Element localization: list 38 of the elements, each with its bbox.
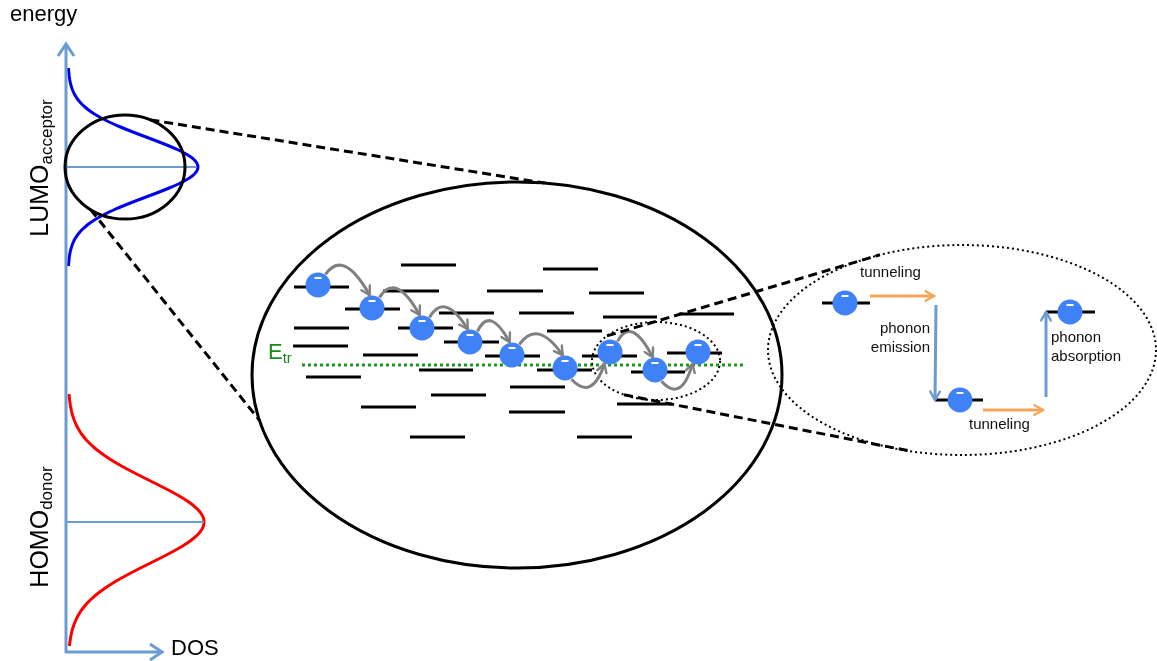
- level-label: E$_{tr}$: [268, 340, 292, 367]
- detail-ellipse: [766, 243, 1157, 457]
- axis-label: DOS: [171, 636, 219, 661]
- electron: [685, 339, 711, 365]
- phonon-arrow: [929, 305, 942, 402]
- electron: [499, 342, 525, 368]
- zoom-guide-line: [150, 118, 545, 185]
- hop-arrow: [518, 332, 564, 357]
- hop-arrow: [616, 330, 655, 359]
- zoom-guide-line: [89, 208, 261, 422]
- electron: [642, 357, 668, 383]
- electron: [457, 329, 483, 355]
- edge-label: phonon absorption: [1051, 327, 1123, 365]
- phonon-arrow: [1040, 310, 1052, 397]
- electron: [409, 315, 435, 341]
- hop-arrow: [476, 319, 511, 344]
- axis-label: energy: [10, 2, 78, 27]
- hop-arrow: [428, 305, 469, 331]
- hop-arrow: [378, 286, 421, 317]
- zoom-ellipse: [590, 320, 722, 402]
- hop-arrow: [324, 263, 371, 297]
- tunneling-arrow: [983, 404, 1045, 416]
- edge-label: phonon emission: [869, 318, 930, 356]
- hop-arrow: [570, 362, 608, 389]
- electron: [597, 339, 623, 365]
- zoom-circle: [63, 113, 187, 221]
- electron: [305, 272, 331, 298]
- tunneling-arrow: [870, 290, 936, 302]
- electron: [552, 355, 578, 381]
- electron-on-level: [1046, 299, 1095, 325]
- zoom-guide-line: [606, 253, 881, 338]
- electron-on-level: [822, 290, 870, 316]
- electron: [359, 295, 385, 321]
- edge-label: tunneling: [969, 414, 1030, 433]
- electron-on-level: [935, 387, 983, 413]
- edge-label: tunneling: [860, 262, 921, 281]
- magnified-ellipse: [250, 180, 784, 570]
- hop-arrow: [660, 362, 696, 391]
